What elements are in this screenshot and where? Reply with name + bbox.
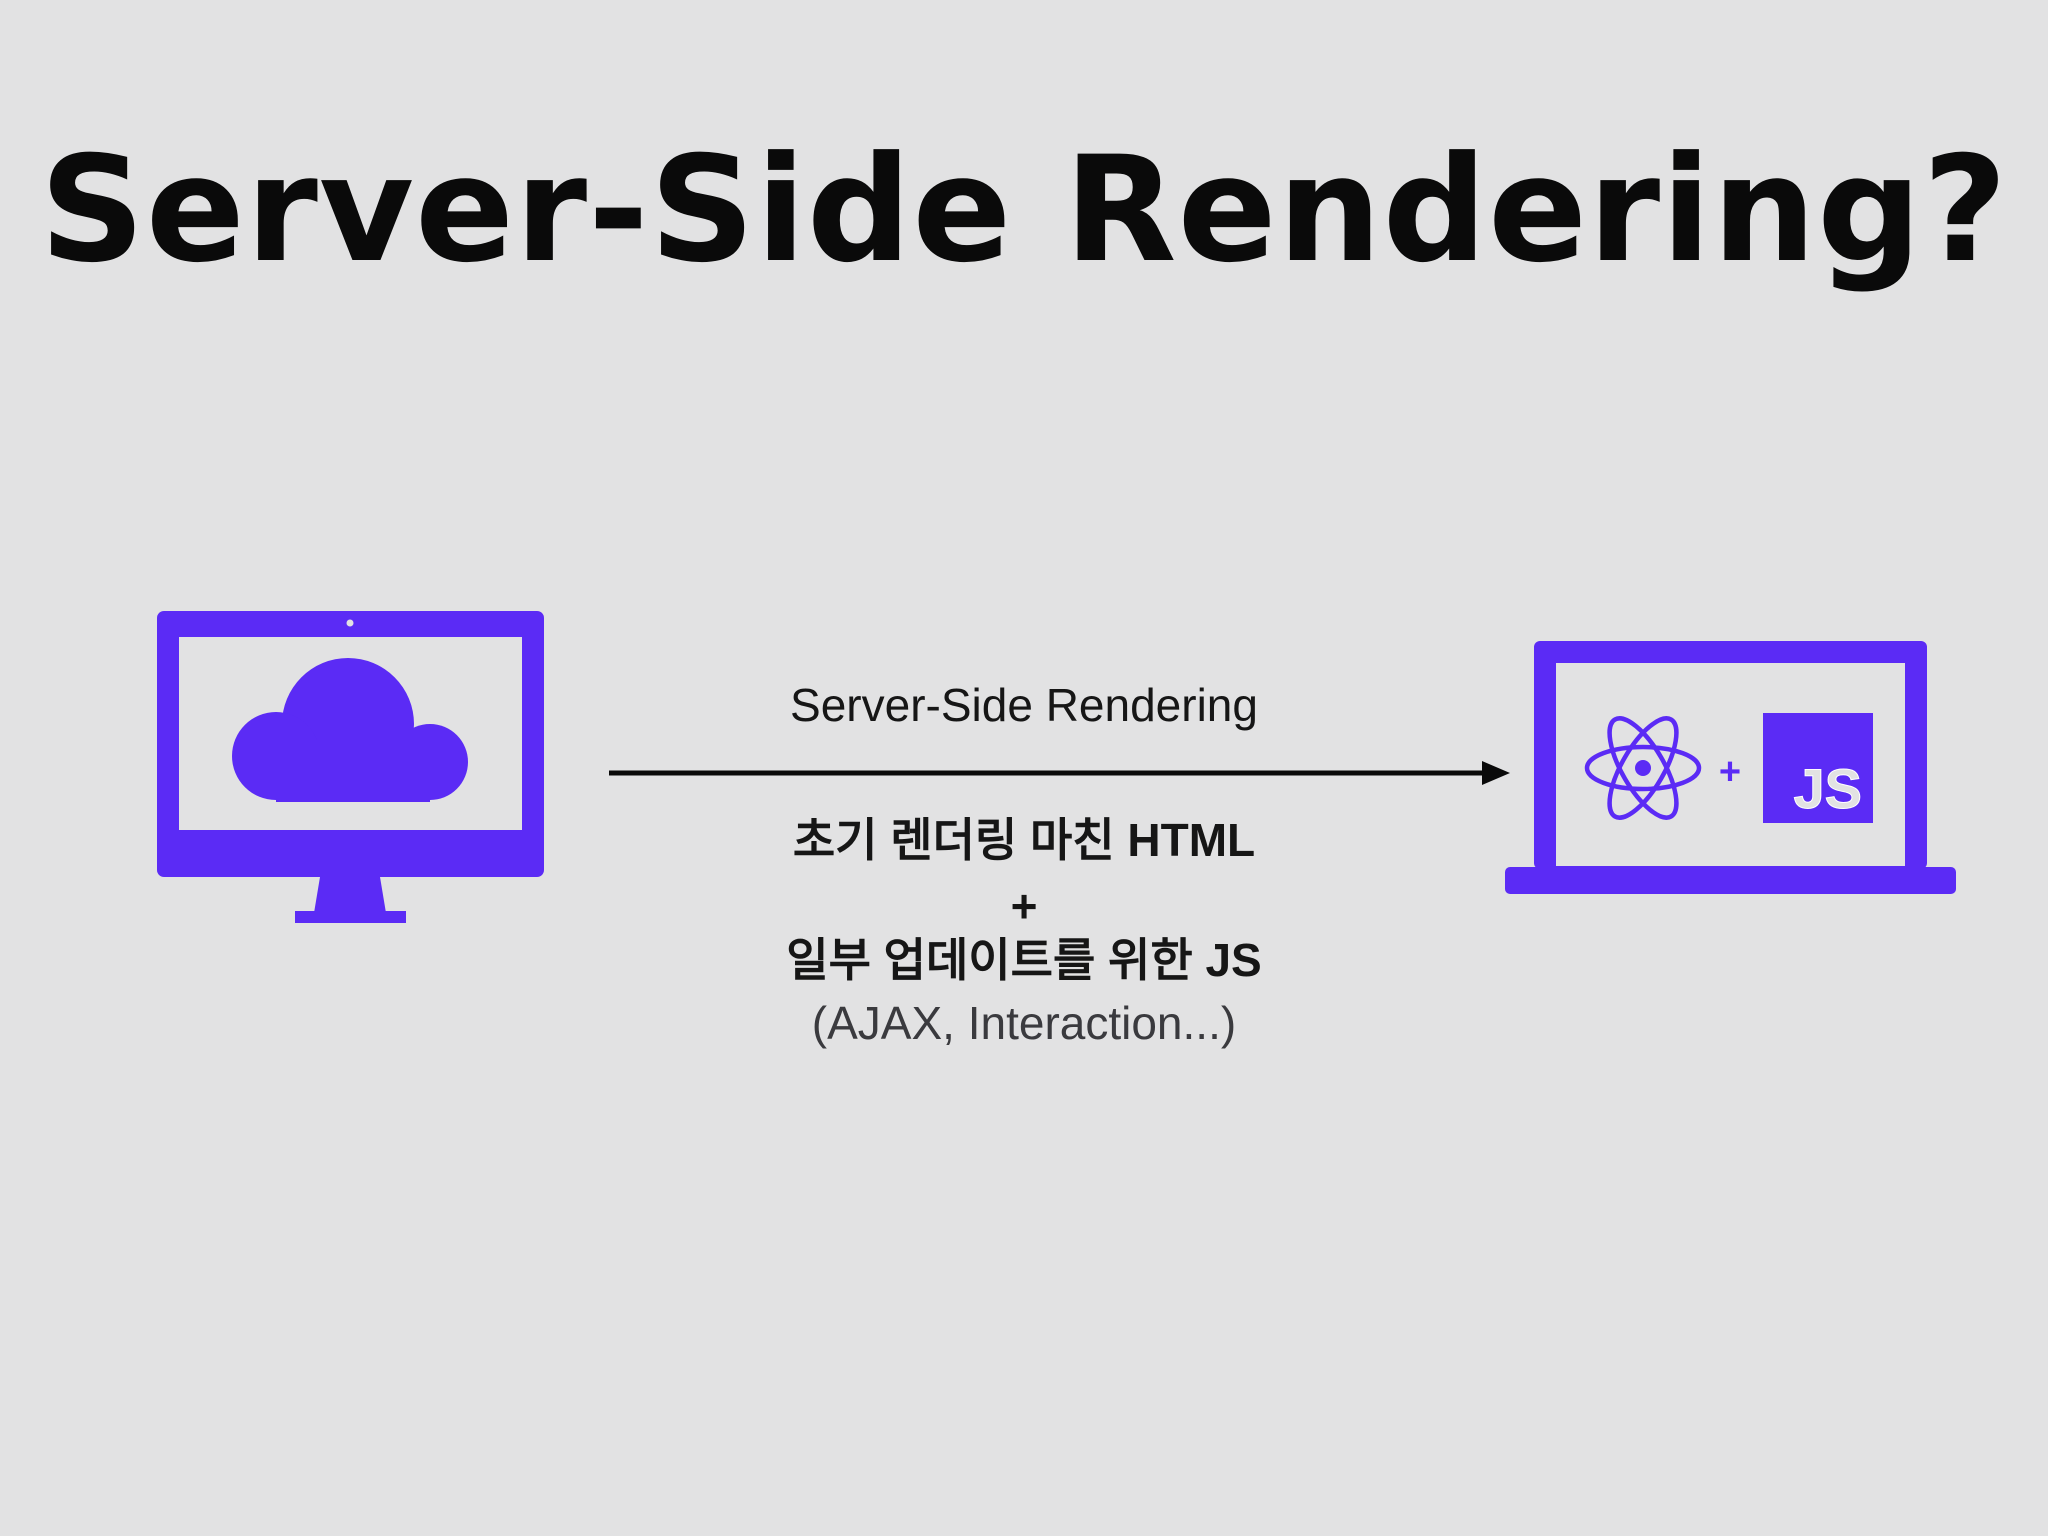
payload-html-text: 초기 렌더링 마친 HTML [792, 814, 1256, 866]
react-atom-icon [1584, 716, 1702, 820]
arrow [609, 761, 1510, 785]
js-logo-text: JS [1794, 757, 1863, 820]
slide-title: Server-Side Rendering? [39, 125, 2009, 295]
logo-plus: + [1719, 751, 1741, 793]
payload-plus: + [1010, 880, 1038, 932]
javascript-logo-icon: JS [1763, 713, 1873, 823]
arrow-label: Server-Side Rendering [790, 679, 1258, 731]
payload-js-text: 일부 업데이트를 위한 JS [786, 934, 1262, 986]
cloud-icon [232, 658, 468, 802]
payload-note: (AJAX, Interaction...) [811, 997, 1237, 1049]
